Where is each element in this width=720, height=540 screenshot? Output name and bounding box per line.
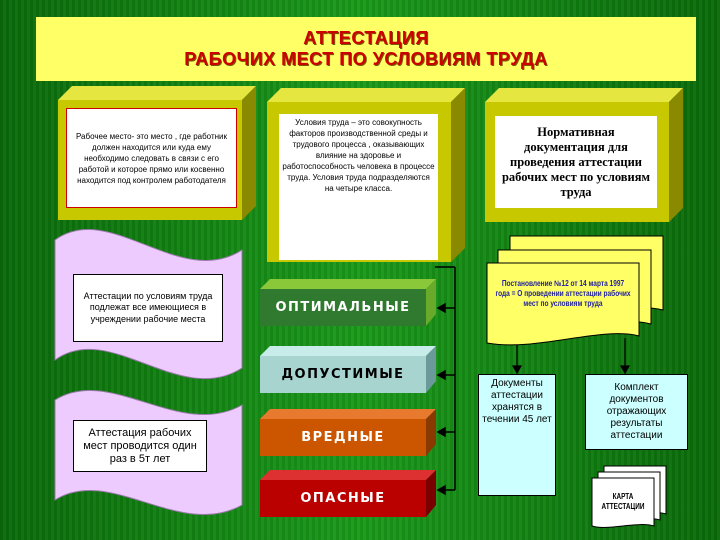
- decree-document-stack: [486, 235, 664, 346]
- class-bar-dangerous: [260, 470, 436, 517]
- subject-box: Аттестации по условиям труда подлежат вс…: [73, 274, 223, 342]
- class-bar-optimal: [260, 279, 436, 326]
- normative-text: Нормативная документация для проведения …: [501, 124, 651, 199]
- kit-text: Комплект документов отражающих результат…: [606, 382, 667, 441]
- card-label: КАРТА АТТЕСТАЦИИ: [601, 492, 645, 511]
- kit-box: Комплект документов отражающих результат…: [585, 374, 688, 450]
- class-label-dangerous: ОПАСНЫЕ: [300, 491, 386, 506]
- storage-text: Документы аттестации хранятся в течении …: [482, 378, 552, 425]
- conditions-definition-text: Условия труда – это совокупность факторо…: [282, 118, 435, 193]
- storage-box: Документы аттестации хранятся в течении …: [478, 374, 556, 496]
- subject-text: Аттестации по условиям труда подлежат вс…: [83, 290, 213, 324]
- normative-box: Нормативная документация для проведения …: [495, 116, 657, 208]
- decree-text: Постановление №12 от 14 марта 1997 года …: [495, 279, 631, 308]
- frequency-text: Аттестация рабочих мест проводится один …: [83, 426, 197, 465]
- decree-arrows: [511, 338, 631, 375]
- conditions-definition-box: Условия труда – это совокупность факторо…: [279, 114, 438, 260]
- title-line-1: АТТЕСТАЦИЯ: [303, 28, 429, 48]
- title-line-2: РАБОЧИХ МЕСТ ПО УСЛОВИЯМ ТРУДА: [184, 49, 548, 69]
- class-label-harmful: ВРЕДНЫЕ: [301, 430, 385, 445]
- card-stack: [591, 465, 667, 528]
- card-label-wrap: КАРТА АТТЕСТАЦИИ: [590, 482, 656, 522]
- class-bar-acceptable: [260, 346, 436, 393]
- workplace-definition-box: Рабочее место- это место , где работник …: [66, 108, 237, 208]
- title-banner: АТТЕСТАЦИЯ РАБОЧИХ МЕСТ ПО УСЛОВИЯМ ТРУД…: [36, 17, 696, 81]
- workplace-definition-text: Рабочее место- это место , где работник …: [75, 131, 228, 185]
- class-bar-harmful: [260, 409, 436, 456]
- classes-connector: [435, 266, 456, 496]
- class-label-acceptable: ДОПУСТИМЫЕ: [281, 367, 405, 382]
- decree-text-wrap: Постановление №12 от 14 марта 1997 года …: [480, 272, 646, 316]
- frequency-box: Аттестация рабочих мест проводится один …: [73, 420, 207, 472]
- class-label-optimal: ОПТИМАЛЬНЫЕ: [275, 300, 411, 315]
